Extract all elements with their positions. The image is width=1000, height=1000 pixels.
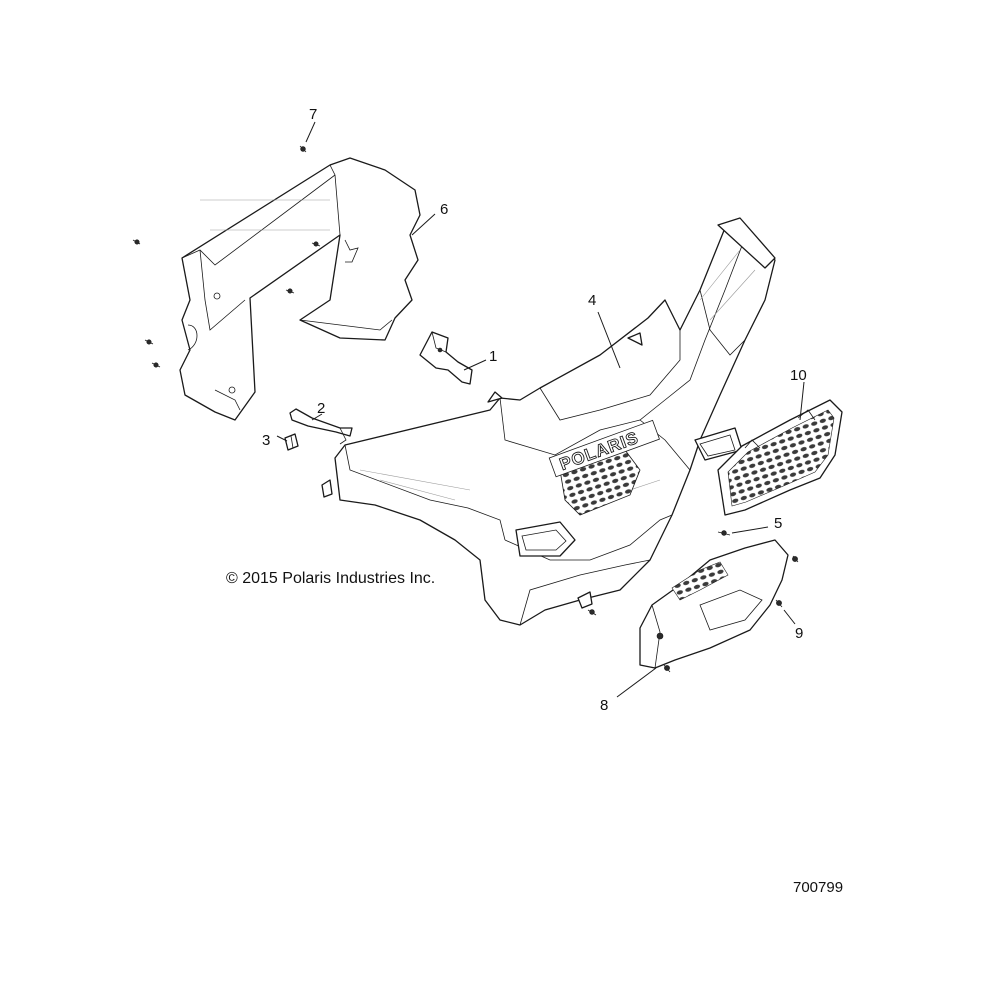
callout-9: 9 <box>795 625 803 642</box>
callout-3: 3 <box>262 432 270 449</box>
callout-1: 1 <box>489 348 497 365</box>
bracket-part-1 <box>419 331 473 385</box>
push-pin-part-3 <box>284 433 299 451</box>
fastener-screws <box>132 145 799 673</box>
screw-icon <box>132 239 141 245</box>
screw-icon <box>144 339 154 345</box>
front-fascia-part-4: POLARIS <box>321 217 776 626</box>
screw-icon <box>299 145 307 153</box>
callout-10: 10 <box>790 367 807 384</box>
screw-icon <box>663 664 671 673</box>
screw-icon <box>311 241 321 247</box>
figure-number: 700799 <box>793 879 843 896</box>
callout-labels: 1 2 3 4 5 6 7 8 9 10 <box>262 106 807 714</box>
screw-icon <box>792 555 799 563</box>
clip-part-2 <box>289 408 353 445</box>
callout-4: 4 <box>588 292 596 309</box>
screw-icon <box>717 530 731 536</box>
callout-6: 6 <box>440 201 448 218</box>
screw-icon <box>587 609 597 616</box>
callout-8: 8 <box>600 697 608 714</box>
callout-5: 5 <box>774 515 782 532</box>
screw-icon <box>285 288 295 294</box>
lower-panel-part-8 <box>639 539 789 669</box>
callout-2: 2 <box>317 400 325 417</box>
screw-icon <box>775 599 783 608</box>
screw-icon <box>151 362 161 368</box>
radiator-shroud-part-6 <box>179 157 421 421</box>
copyright-notice: © 2015 Polaris Industries Inc. <box>226 570 435 587</box>
leader-lines <box>276 121 805 698</box>
mesh-grille-part-10 <box>717 399 843 516</box>
callout-7: 7 <box>309 106 317 123</box>
